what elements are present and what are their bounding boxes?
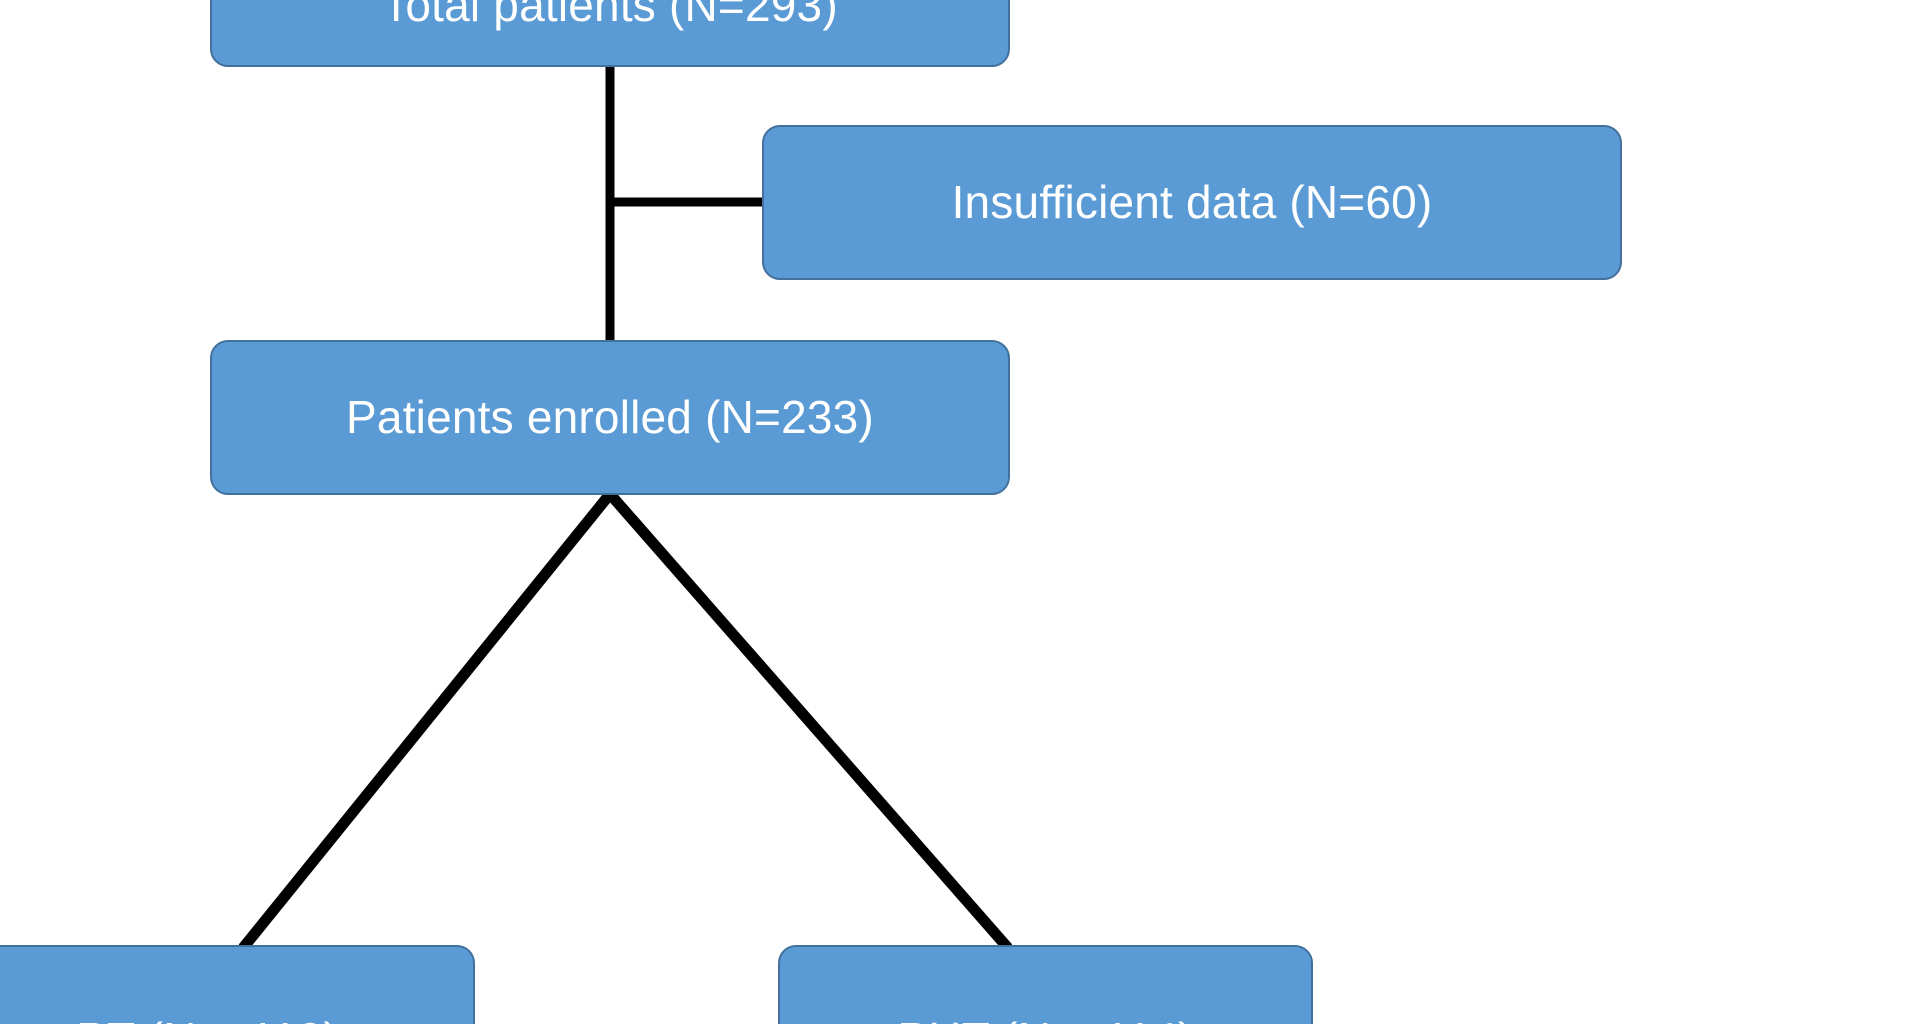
node-patients-enrolled[interactable]: Patients enrolled (N=233) <box>210 340 1010 495</box>
node-total-patients-label: Total patients (N=293) <box>382 0 838 32</box>
node-pt-label: PT (N = 119) <box>76 1014 339 1024</box>
node-pht[interactable]: PHT (N = 114) <box>778 945 1313 1024</box>
node-total-patients[interactable]: Total patients (N=293) <box>210 0 1010 67</box>
node-patients-enrolled-label: Patients enrolled (N=233) <box>346 391 874 444</box>
node-pht-label: PHT (N = 114) <box>897 1014 1193 1024</box>
connector-enrolled-to-pt <box>238 490 615 952</box>
node-insufficient-data[interactable]: Insufficient data (N=60) <box>762 125 1622 280</box>
connector-enrolled-to-pht <box>605 490 1013 952</box>
node-pt[interactable]: PT (N = 119) <box>0 945 475 1024</box>
node-insufficient-data-label: Insufficient data (N=60) <box>951 176 1433 229</box>
